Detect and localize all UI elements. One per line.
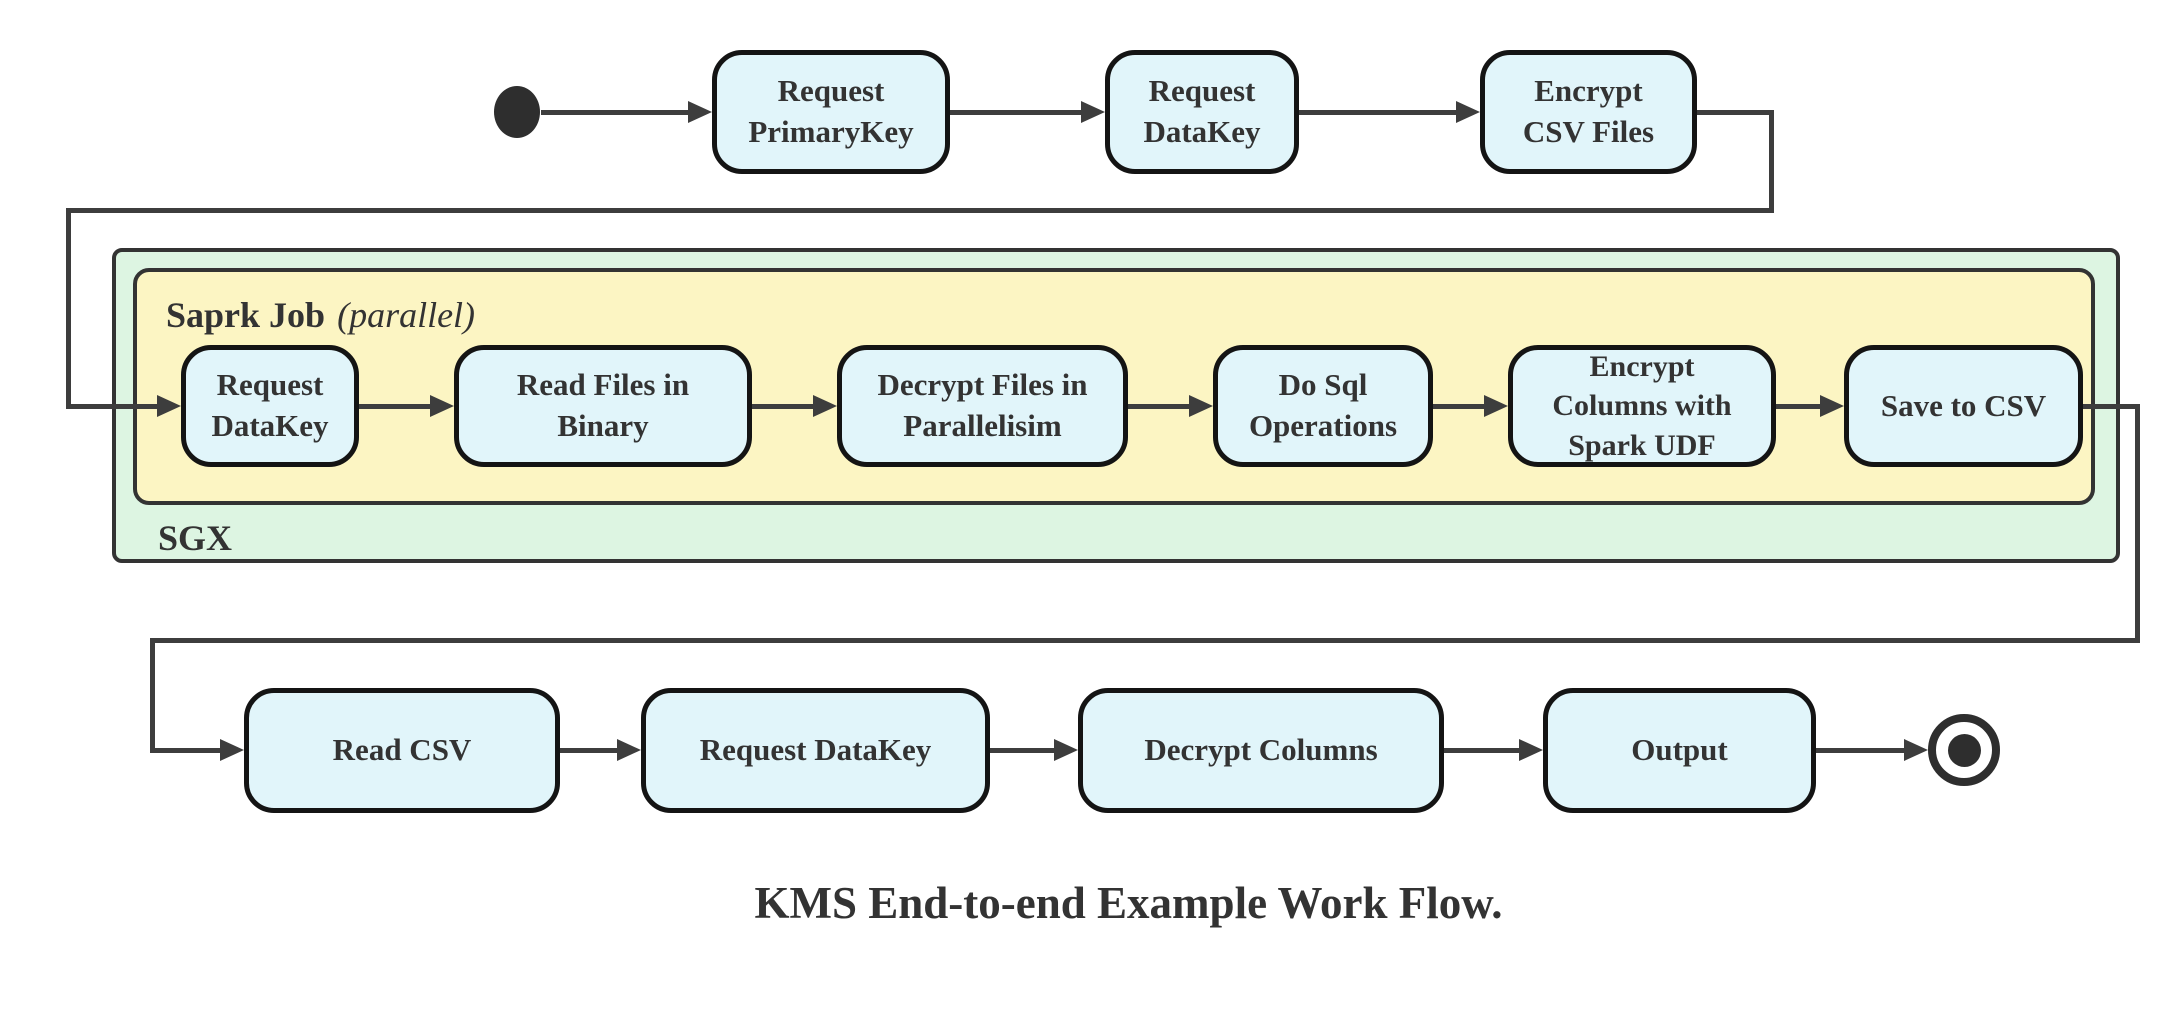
edge-segment [66,404,161,409]
edge-segment [541,110,694,115]
final-state-inner-dot [1947,733,1981,767]
edge-segment [752,404,819,409]
node-request-datakey-middle: Request DataKey [181,345,359,467]
spark-job-label: Saprk Job (parallel) [166,294,475,336]
arrowhead-icon [430,395,454,417]
node-encrypt-columns-with-spark-udf: Encrypt Columns with Spark UDF [1508,345,1776,467]
node-decrypt-columns: Decrypt Columns [1078,688,1444,813]
node-read-csv: Read CSV [244,688,560,813]
arrowhead-icon [1081,101,1105,123]
node-output: Output [1543,688,1816,813]
node-save-to-csv: Save to CSV [1844,345,2083,467]
node-read-files-in-binary: Read Files in Binary [454,345,752,467]
arrowhead-icon [1820,395,1844,417]
spark-job-name: Saprk Job [166,295,326,335]
edge-segment [1299,110,1462,115]
edge-segment [990,748,1060,753]
edge-segment [950,110,1087,115]
node-request-datakey-top: Request DataKey [1105,50,1299,174]
edge-segment [2083,404,2140,409]
start-state-icon [494,86,540,138]
edge-segment [150,638,2140,643]
edge-segment [1776,404,1826,409]
edge-segment [2135,404,2140,643]
edge-segment [66,208,71,409]
diagram-caption: KMS End-to-end Example Work Flow. [754,878,1503,928]
edge-segment [66,208,1774,213]
final-state-icon [1928,714,2000,786]
edge-segment [150,748,226,753]
sgx-label: SGX [158,518,233,558]
node-do-sql-operations: Do Sql Operations [1213,345,1433,467]
arrowhead-icon [157,395,181,417]
edge-segment [1697,110,1774,115]
arrowhead-icon [1456,101,1480,123]
edge-segment [1769,110,1774,213]
node-encrypt-csv-files: Encrypt CSV Files [1480,50,1697,174]
edge-segment [1433,404,1490,409]
edge-segment [1444,748,1525,753]
arrowhead-icon [1904,739,1928,761]
edge-segment [359,404,436,409]
spark-job-qualifier: (parallel) [337,295,476,335]
edge-segment [560,748,623,753]
edge-segment [1128,404,1195,409]
arrowhead-icon [617,739,641,761]
arrowhead-icon [1519,739,1543,761]
edge-segment [150,638,155,752]
arrowhead-icon [813,395,837,417]
edge-segment [1816,748,1910,753]
arrowhead-icon [1484,395,1508,417]
node-decrypt-files-in-parallelisim: Decrypt Files in Parallelisim [837,345,1128,467]
node-request-primarykey: Request PrimaryKey [712,50,950,174]
arrowhead-icon [1189,395,1213,417]
arrowhead-icon [688,101,712,123]
arrowhead-icon [1054,739,1078,761]
node-request-datakey-bottom: Request DataKey [641,688,990,813]
arrowhead-icon [220,739,244,761]
